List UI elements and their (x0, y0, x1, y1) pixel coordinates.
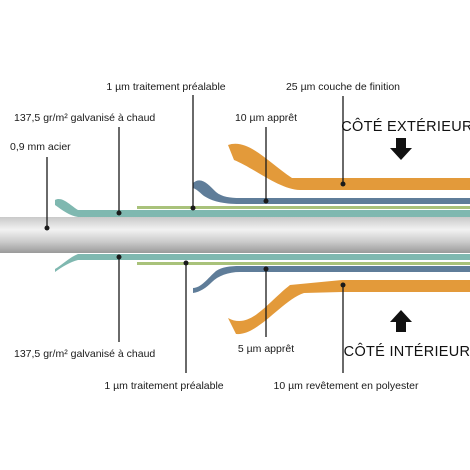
dot-bottom-primer (263, 266, 269, 272)
arrow-down-icon (390, 138, 412, 160)
label-top-galvanized: 137,5 gr/m² galvanisé à chaud (14, 112, 155, 124)
label-bottom-polyester: 10 µm revêtement en polyester (274, 380, 419, 392)
dot-bottom-pretreatment (183, 260, 189, 266)
dot-top-primer (263, 198, 269, 204)
galvanized-bottom (55, 254, 470, 272)
label-top-finish: 25 µm couche de finition (286, 81, 400, 93)
pretreatment-bottom (137, 262, 470, 265)
label-steel: 0,9 mm acier (10, 141, 71, 153)
arrow-up-icon (390, 310, 412, 332)
dot-top-finish (340, 181, 346, 187)
dot-bottom-galvanized (116, 254, 122, 260)
primer-bottom (193, 266, 470, 293)
interior-side-label: CÔTÉ INTÉRIEUR (344, 343, 470, 360)
exterior-side-label: CÔTÉ EXTÉRIEUR (341, 118, 470, 135)
primer-top (193, 180, 470, 204)
galvanized-top (55, 199, 470, 217)
label-top-primer: 10 µm apprêt (235, 112, 297, 124)
dot-bottom-polyester (340, 282, 346, 288)
label-bottom-pretreatment: 1 µm traitement préalable (104, 380, 223, 392)
label-bottom-primer: 5 µm apprêt (238, 343, 294, 355)
leaders-top (44, 95, 346, 231)
dot-top-pretreatment (190, 205, 196, 211)
finish-coat-top (228, 143, 470, 190)
dot-steel (44, 225, 50, 231)
polyester-coat-bottom (228, 280, 470, 335)
pretreatment-top (137, 206, 470, 209)
dot-top-galvanized (116, 210, 122, 216)
label-bottom-galvanized: 137,5 gr/m² galvanisé à chaud (14, 348, 155, 360)
steel-core (0, 217, 470, 253)
label-top-pretreatment: 1 µm traitement préalable (106, 81, 225, 93)
leaders-bottom (116, 254, 346, 373)
